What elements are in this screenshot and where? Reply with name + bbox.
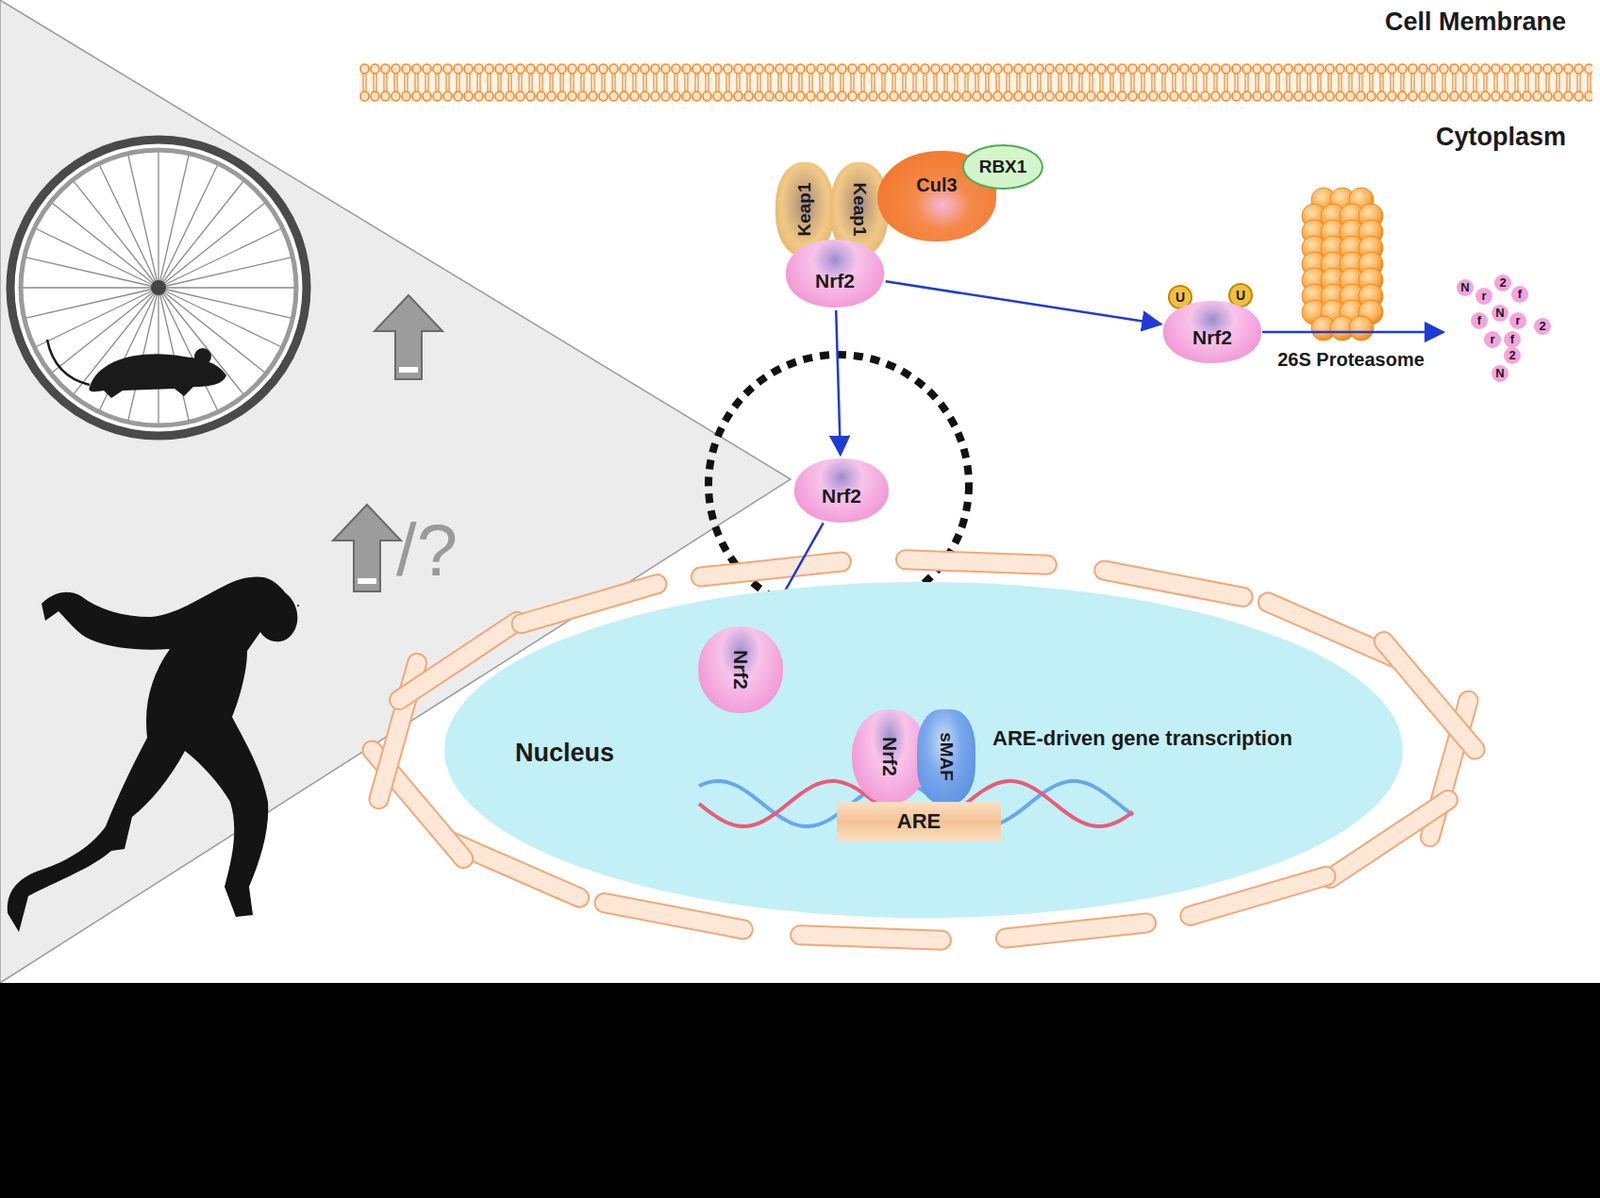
uncertainty-mark: /?: [396, 507, 458, 594]
peptide-fragment: r: [1475, 287, 1493, 305]
nuclear-envelope: [358, 550, 1488, 950]
node-label: Nrf2: [1192, 326, 1233, 350]
bottom-band: [0, 983, 1600, 1198]
increase-arrow: [333, 504, 401, 592]
node-label: RBX1: [979, 156, 1028, 178]
peptide-fragment: f: [1470, 312, 1488, 330]
nrf2-protein: Nrf2: [1163, 300, 1262, 364]
nrf2-protein: Nrf2: [785, 239, 884, 308]
peptide-fragment: 2: [1494, 274, 1512, 292]
mouse: [47, 339, 227, 399]
node-label: Nrf2: [729, 650, 752, 690]
peptide-fragment: f: [1511, 285, 1529, 303]
node-label: sMAF: [935, 732, 957, 782]
peptide-fragment: r: [1509, 312, 1527, 330]
node-label: Nrf2: [821, 484, 862, 508]
node-label: Keap1: [849, 182, 870, 236]
runner-silhouette: [7, 576, 299, 933]
node-label: Cul3: [916, 174, 957, 197]
pathway-arrow: [885, 281, 1162, 324]
peptide-fragment: N: [1456, 279, 1474, 297]
degradation-arrow: [1262, 331, 1444, 334]
node-label: Keap1: [794, 182, 816, 236]
process-label: ARE-driven gene transcription: [992, 726, 1293, 751]
are-element: ARE: [836, 801, 1001, 842]
increase-arrow: [374, 295, 443, 380]
peptide-fragment: 2: [1533, 317, 1551, 335]
nrf2-protein: Nrf2: [794, 458, 889, 523]
peptide-fragment: N: [1491, 304, 1509, 322]
peptide-fragment: N: [1491, 365, 1509, 383]
nrf2-protein: Nrf2: [698, 626, 784, 714]
node-label: Nrf2: [878, 736, 901, 777]
node-label: ARE: [897, 809, 941, 834]
running-wheel: [10, 139, 307, 436]
pathway-arrow: [835, 310, 841, 455]
node-label: U: [1235, 287, 1246, 303]
cell-membrane: [359, 63, 1593, 102]
rbx1-protein: RBX1: [962, 144, 1044, 190]
peptide-fragment: f: [1503, 331, 1521, 349]
proteasome: [1301, 187, 1384, 341]
complex-label: 26S Proteasome: [1277, 349, 1425, 371]
peptide-fragment: r: [1483, 331, 1501, 349]
node-label: Nucleus: [515, 738, 615, 768]
smaf-protein: sMAF: [916, 709, 976, 804]
node-label: Nrf2: [815, 269, 855, 293]
region-label: Cell Membrane: [1384, 7, 1567, 37]
region-label: Cytoplasm: [1435, 122, 1567, 152]
nrf2-protein: Nrf2: [851, 709, 928, 804]
node-label: U: [1175, 289, 1185, 305]
peptide-fragment: 2: [1503, 347, 1521, 365]
